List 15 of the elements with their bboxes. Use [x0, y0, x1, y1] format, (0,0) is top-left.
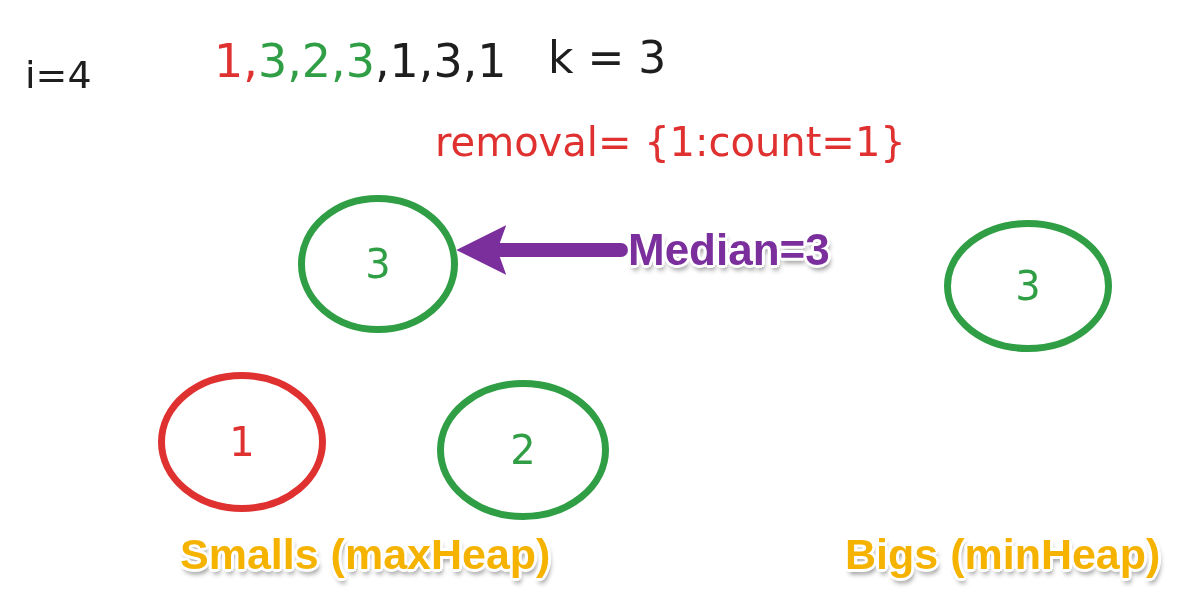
removal-map-text: removal= {1:count=1} [435, 122, 906, 162]
number-sequence: 1,3,2,3,1,3,1 [214, 38, 507, 84]
heap-caption: Bigs (minHeap) [845, 533, 1161, 576]
node-value: 1 [229, 422, 255, 462]
node-value: 3 [1015, 266, 1041, 306]
heap-node [437, 380, 609, 520]
node-value: 2 [510, 430, 536, 470]
heap-node [298, 195, 458, 333]
heap-node [944, 220, 1112, 352]
heap-node [158, 372, 326, 512]
index-label: i=4 [25, 56, 92, 94]
node-value: 3 [365, 244, 391, 284]
window-size-label: k = 3 [548, 36, 667, 80]
heap-caption: Smalls (maxHeap) [180, 533, 551, 576]
median-label: Median=3 [628, 228, 830, 272]
